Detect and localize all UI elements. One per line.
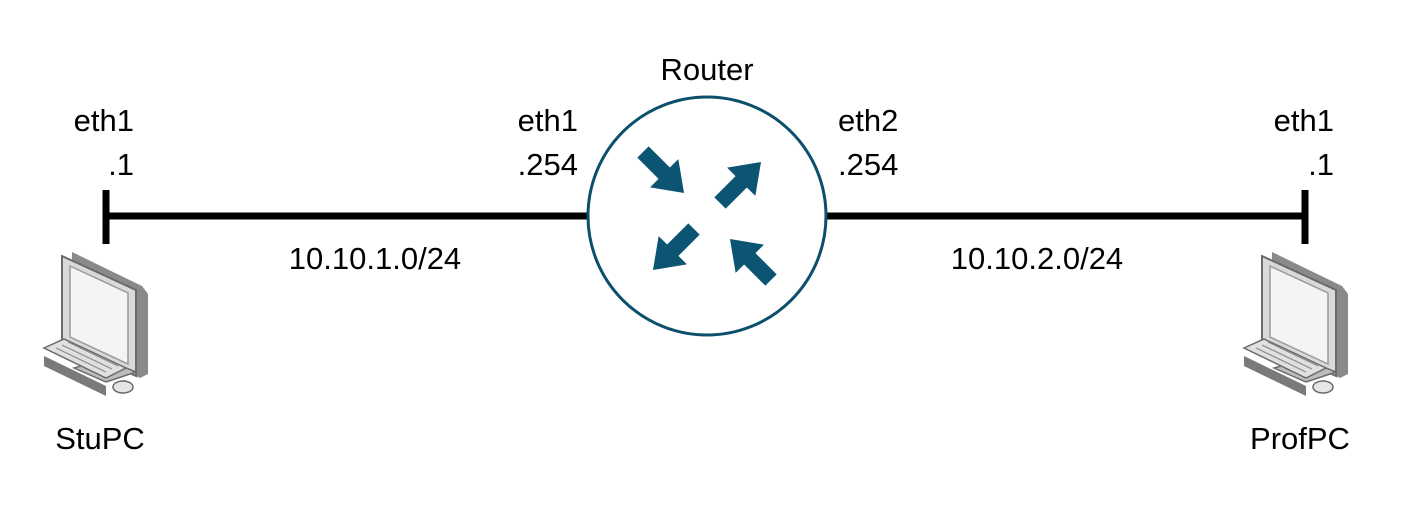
router-eth1-ip: .254 — [517, 147, 578, 182]
profpc-label: ProfPC — [1250, 421, 1350, 456]
stupc-iface-ip: .1 — [108, 147, 134, 182]
profpc-iface-ip: .1 — [1308, 147, 1334, 182]
router-eth1-name: eth1 — [517, 103, 578, 138]
left-subnet-label: 10.10.1.0/24 — [288, 241, 462, 276]
stupc-computer-icon[interactable] — [43, 251, 149, 397]
router-label: Router — [660, 52, 754, 87]
stupc-iface-name: eth1 — [73, 103, 134, 138]
stupc-label: StuPC — [55, 421, 145, 456]
router-icon[interactable] — [586, 95, 828, 337]
profpc-computer-icon[interactable] — [1243, 251, 1349, 397]
profpc-iface-name: eth1 — [1273, 103, 1334, 138]
right-subnet-label: 10.10.2.0/24 — [950, 241, 1124, 276]
router-eth2-ip: .254 — [838, 147, 899, 182]
router-eth2-name: eth2 — [838, 103, 899, 138]
